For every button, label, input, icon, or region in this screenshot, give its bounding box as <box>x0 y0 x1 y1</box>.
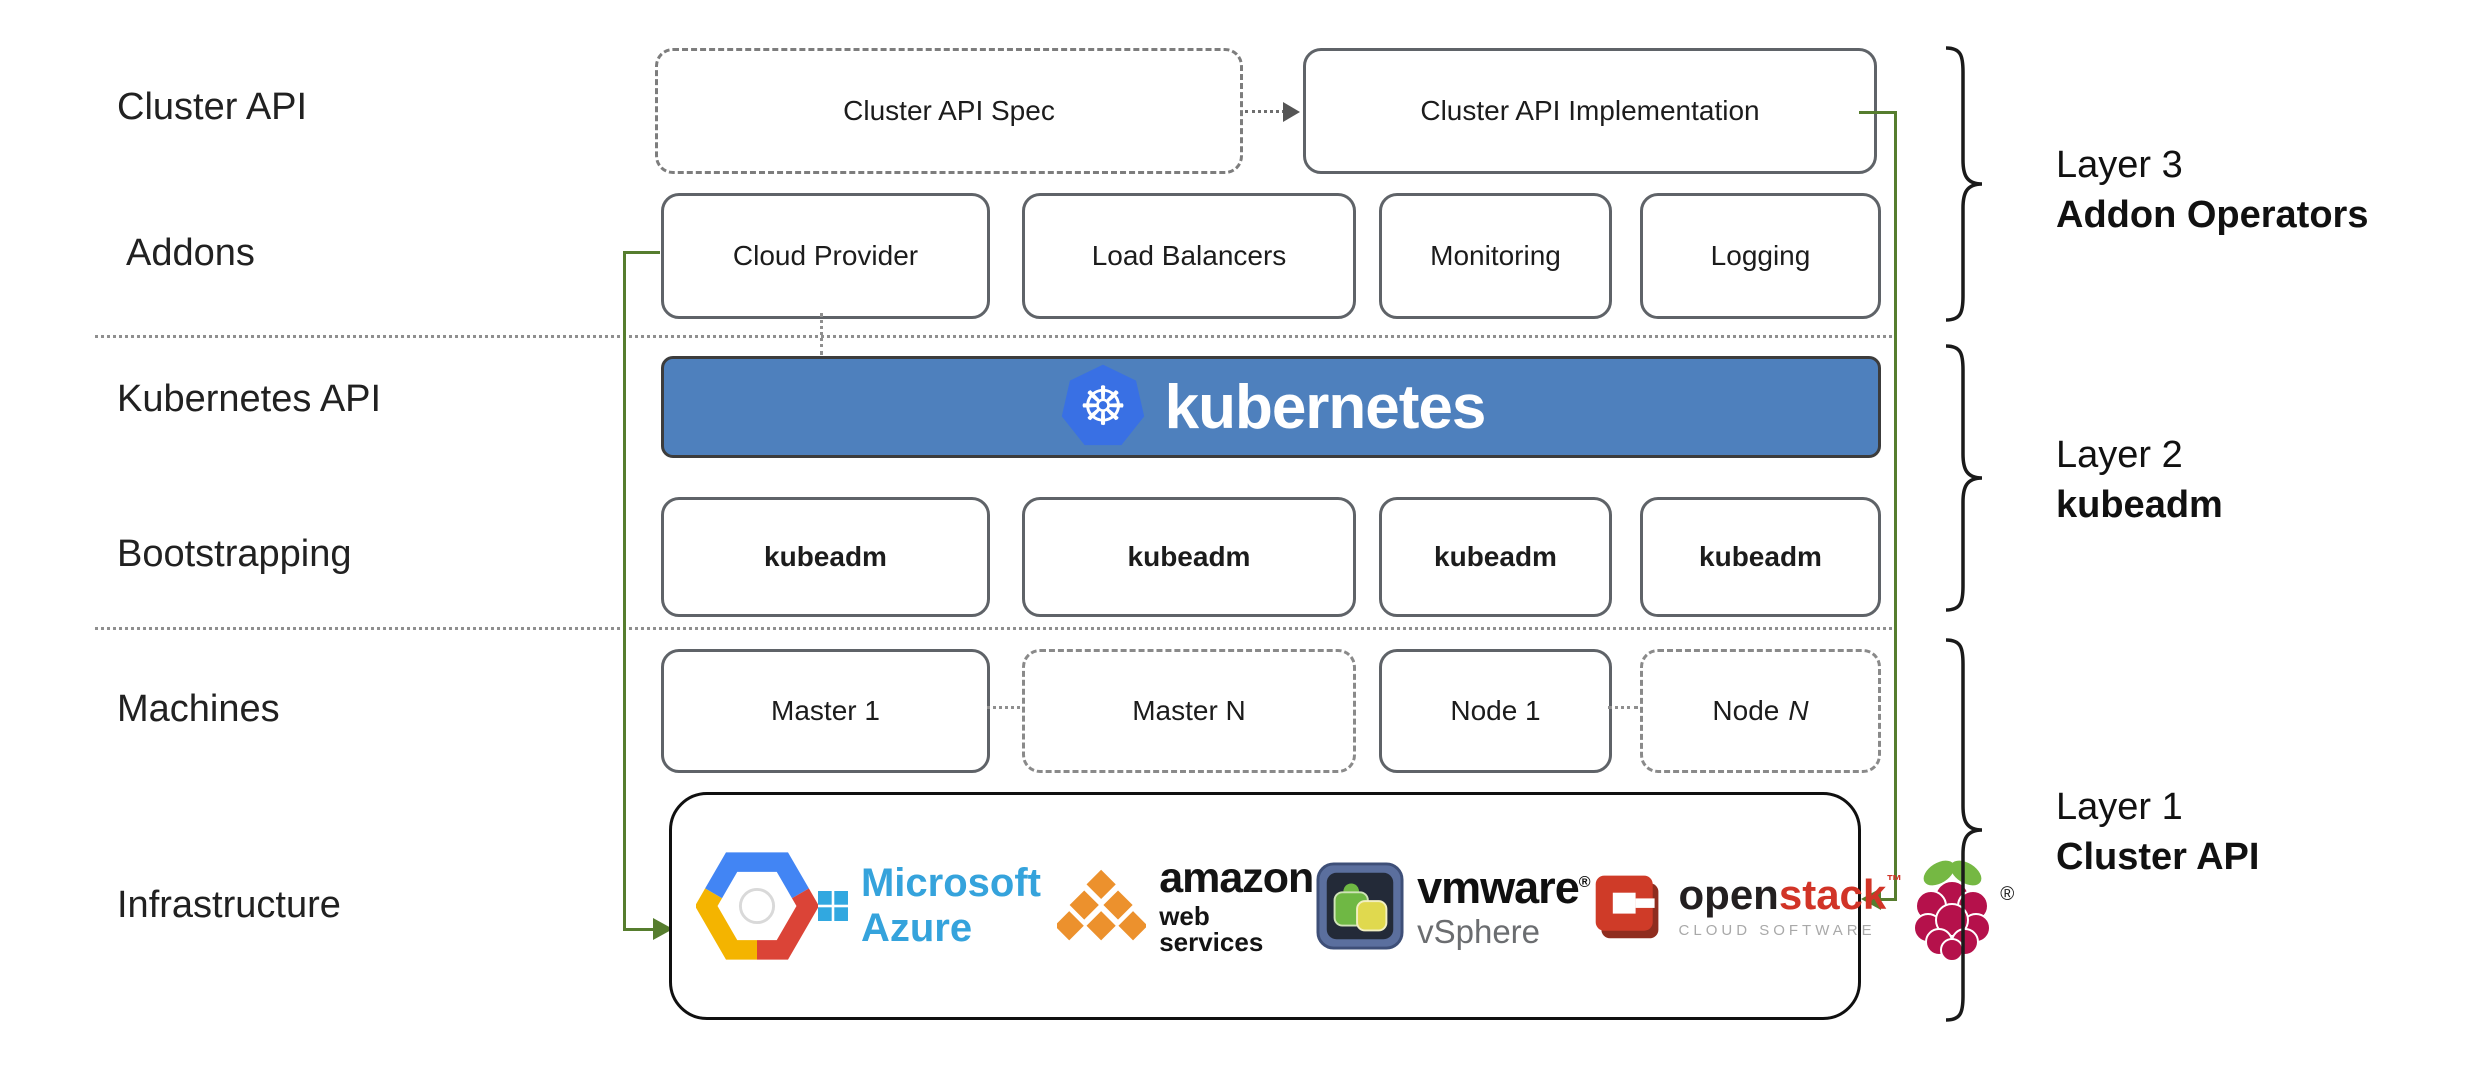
infrastructure-box: Microsoft Azure amazon web services <box>669 792 2014 1020</box>
openstack-logo: openstack™ CLOUD SOFTWARE <box>1590 868 1903 944</box>
aws-text-block: amazon web services <box>1159 854 1316 957</box>
kubeadm-label: kubeadm <box>1434 541 1557 572</box>
aws-logo: amazon web services <box>1057 857 1316 955</box>
master-1-label: Master 1 <box>771 695 880 726</box>
spec-to-impl-dotted-line <box>1245 110 1285 113</box>
layer-1-line1: Layer 1 <box>2056 786 2183 828</box>
addon-box-load-balancers: Load Balancers <box>1022 193 1356 319</box>
vmware-text-block: vmware® vSphere <box>1417 861 1591 950</box>
row-label-kubernetes-api: Kubernetes API <box>117 378 382 420</box>
row-label-cluster-api: Cluster API <box>117 86 308 128</box>
node-1-label: Node 1 <box>1450 695 1541 726</box>
machine-box-node-n: Node N <box>1640 649 1881 773</box>
aws-web-services-text: web services <box>1159 901 1264 957</box>
layer-2-line2: kubeadm <box>2056 484 2223 526</box>
spec-to-impl-arrowhead-icon <box>1283 102 1300 122</box>
machine-box-node-1: Node 1 <box>1379 649 1612 773</box>
vmware-word: vmware <box>1417 861 1580 913</box>
raspberry-pi-logo: ® <box>1902 850 2014 962</box>
layer-1-line2: Cluster API <box>2056 836 2260 878</box>
kubeadm-label: kubeadm <box>1699 541 1822 572</box>
openstack-stack-text: stack <box>1778 871 1887 918</box>
green-line-right-top <box>1859 111 1897 114</box>
vmware-vsphere-icon <box>1316 862 1404 950</box>
kubernetes-bar: ☸ kubernetes <box>661 356 1881 458</box>
azure-text: Microsoft Azure <box>860 861 1041 950</box>
row-label-infrastructure: Infrastructure <box>117 884 341 926</box>
cloud-provider-to-kubernetes-dotted-link <box>820 313 823 355</box>
kubeadm-label: kubeadm <box>1127 541 1251 572</box>
layer-2-label: Layer 2 kubeadm <box>2056 430 2223 530</box>
load-balancers-label: Load Balancers <box>1091 240 1287 271</box>
vmware-text: vmware® <box>1417 861 1591 913</box>
node-n-label: Node <box>1712 695 1780 726</box>
layer-3-line2: Addon Operators <box>2056 194 2369 236</box>
vsphere-text: vSphere <box>1417 912 1541 950</box>
kubeadm-label: kubeadm <box>764 541 887 572</box>
kubernetes-wordmark: kubernetes <box>1164 372 1487 442</box>
addon-box-logging: Logging <box>1640 193 1881 319</box>
kubeadm-box-2: kubeadm <box>1022 497 1356 617</box>
kubernetes-helm-icon: ☸ <box>1061 364 1144 446</box>
master-dotted-link <box>987 706 1020 709</box>
google-cloud-logo <box>696 847 818 965</box>
openstack-icon <box>1595 875 1658 939</box>
layer-1-label: Layer 1 Cluster API <box>2056 782 2259 882</box>
layer-3-line1: Layer 3 <box>2056 144 2183 186</box>
openstack-text: openstack™ <box>1679 874 1903 916</box>
monitoring-label: Monitoring <box>1430 240 1561 271</box>
machine-box-master-n: Master N <box>1022 649 1356 773</box>
brace-layer-3 <box>1945 46 1983 322</box>
azure-window-icon <box>818 891 848 921</box>
openstack-trademark: ™ <box>1886 873 1903 890</box>
addon-box-monitoring: Monitoring <box>1379 193 1612 319</box>
cluster-api-spec-label: Cluster API Spec <box>843 95 1055 126</box>
green-arrow-into-infrastructure-right-icon <box>1861 888 1881 910</box>
node-n-italic: N <box>1788 695 1809 726</box>
cluster-api-implementation-box: Cluster API Implementation <box>1303 48 1877 174</box>
brace-layer-1 <box>1945 638 1983 1022</box>
green-arrow-into-infrastructure-left-icon <box>653 918 673 940</box>
row-label-addons: Addons <box>126 232 255 274</box>
cluster-api-spec-box: Cluster API Spec <box>655 48 1243 174</box>
separator-addons-kubernetes <box>95 335 1892 338</box>
machine-box-master-1: Master 1 <box>661 649 990 773</box>
vmware-registered-mark: ® <box>1578 873 1591 891</box>
cloud-provider-label: Cloud Provider <box>732 240 919 271</box>
green-line-left-bottom <box>623 928 655 931</box>
logging-label: Logging <box>1710 240 1811 271</box>
aws-amazon-text: amazon <box>1159 854 1314 902</box>
addon-box-cloud-provider: Cloud Provider <box>661 193 990 319</box>
cluster-api-implementation-label: Cluster API Implementation <box>1420 95 1760 126</box>
kubeadm-box-4: kubeadm <box>1640 497 1881 617</box>
raspberry-pi-icon <box>1913 860 1992 962</box>
layer-3-label: Layer 3 Addon Operators <box>2056 140 2368 240</box>
openstack-open-text: open <box>1678 871 1779 918</box>
node-dotted-link <box>1608 706 1638 709</box>
microsoft-azure-logo: Microsoft Azure <box>818 861 1057 951</box>
openstack-cloud-software-text: CLOUD SOFTWARE <box>1678 922 1876 939</box>
green-line-right-vertical <box>1894 111 1897 901</box>
raspberry-pi-registered-mark: ® <box>2000 884 2015 905</box>
svg-text:☸: ☸ <box>1079 374 1127 437</box>
separator-bootstrapping-machines <box>95 627 1892 630</box>
master-n-label: Master N <box>1132 695 1246 726</box>
green-line-right-bottom <box>1880 898 1897 901</box>
aws-boxes-icon <box>1057 867 1147 943</box>
kubeadm-box-1: kubeadm <box>661 497 990 617</box>
green-line-left-top <box>623 251 660 254</box>
green-line-left-vertical <box>623 251 626 930</box>
row-label-machines: Machines <box>117 688 280 730</box>
brace-layer-2 <box>1945 344 1983 612</box>
kubeadm-box-3: kubeadm <box>1379 497 1612 617</box>
vmware-vsphere-logo: vmware® vSphere <box>1316 861 1591 950</box>
layer-2-line1: Layer 2 <box>2056 434 2183 476</box>
google-cloud-hexagon-icon <box>696 852 818 960</box>
row-label-bootstrapping: Bootstrapping <box>117 533 352 575</box>
openstack-text-block: openstack™ CLOUD SOFTWARE <box>1678 874 1903 939</box>
